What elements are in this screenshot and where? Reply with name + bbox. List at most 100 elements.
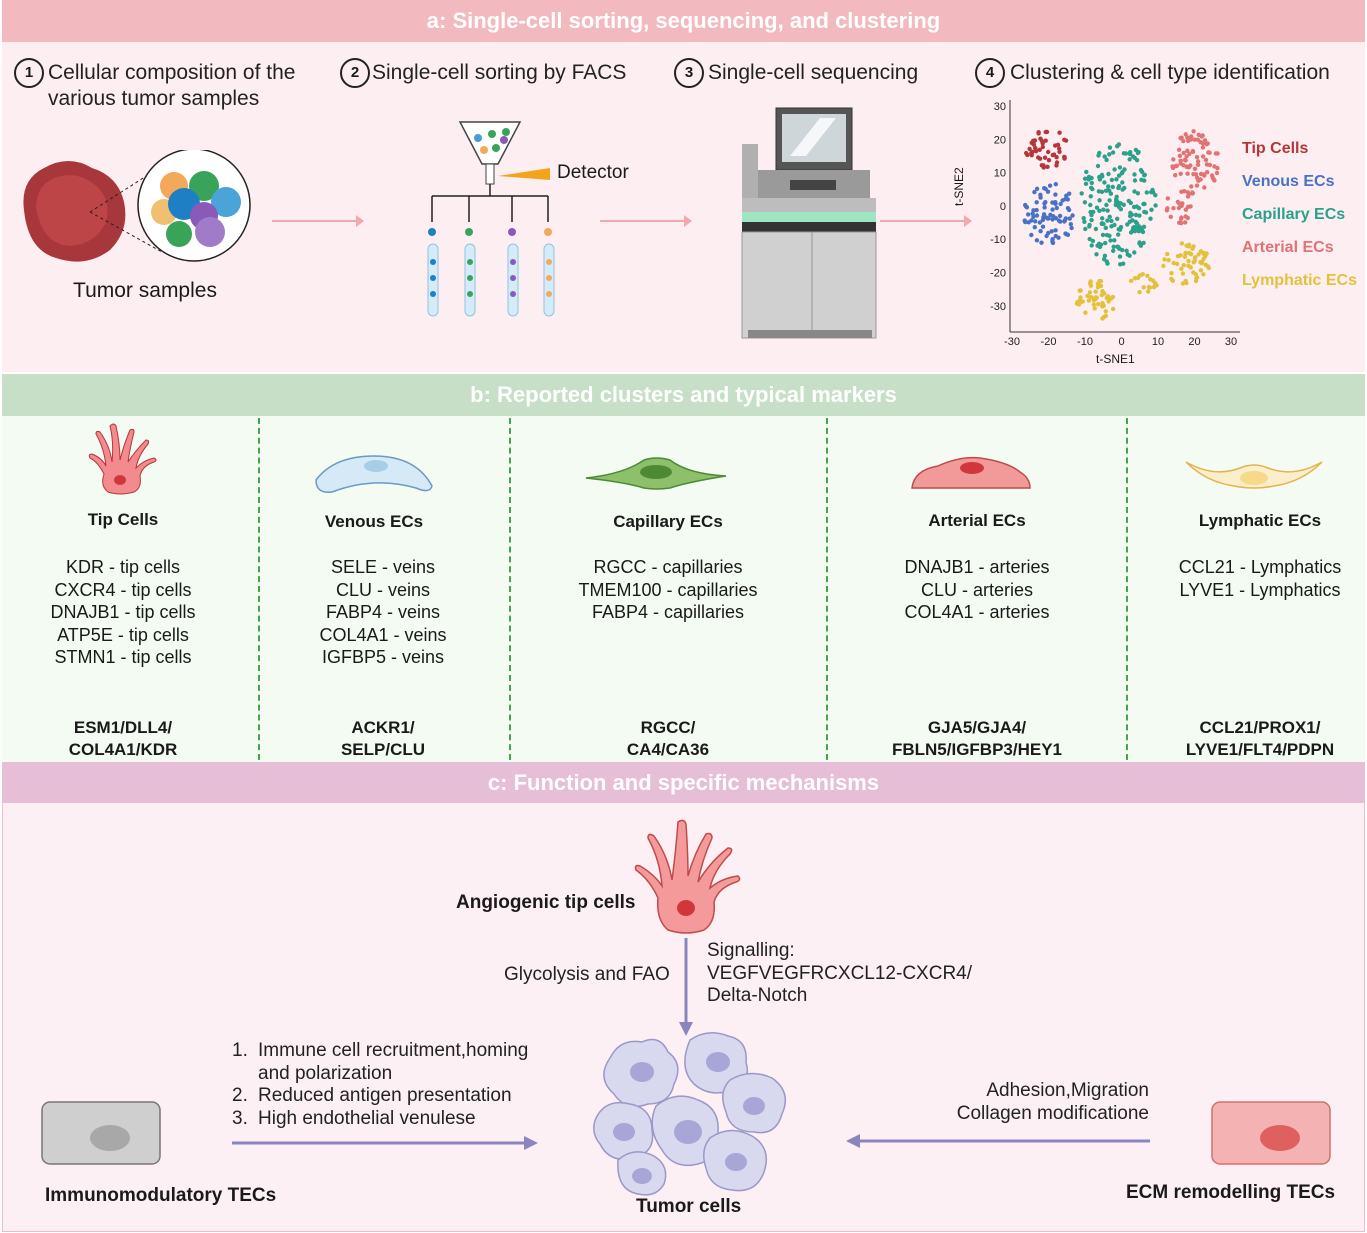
tsne-point	[1165, 251, 1170, 257]
tsne-point	[1135, 150, 1141, 156]
tsne-point	[1133, 212, 1139, 218]
tsne-x-tick-label: 30	[1225, 336, 1237, 348]
markers-tip-cells: KDR - tip cells CXCR4 - tip cells DNAJB1…	[0, 556, 248, 669]
legend-arterial-ecs: Arterial ECs	[1242, 239, 1334, 256]
tsne-point	[1138, 167, 1144, 173]
tsne-point	[1058, 219, 1063, 224]
tsne-point	[1083, 310, 1088, 315]
tsne-point	[1212, 164, 1217, 169]
tsne-point	[1089, 217, 1094, 223]
tsne-point	[1109, 218, 1114, 224]
tsne-point	[1202, 138, 1208, 143]
tsne-point	[1046, 158, 1052, 163]
tsne-point	[1177, 153, 1183, 158]
markers-lymphatic-ecs: CCL21 - Lymphatics LYVE1 - Lymphatics	[1135, 556, 1367, 601]
tsne-point	[1114, 177, 1119, 182]
tsne-point	[1187, 151, 1192, 156]
tsne-point	[1148, 216, 1153, 221]
tsne-point	[1048, 212, 1053, 217]
tsne-point	[1083, 226, 1088, 232]
tsne-point	[1116, 184, 1122, 189]
tsne-point	[1148, 277, 1153, 282]
tsne-point	[1034, 207, 1039, 213]
tsne-point	[1173, 173, 1178, 178]
facs-sorter-illustration	[427, 121, 555, 317]
tsne-point	[1126, 198, 1131, 204]
tsne-point	[1096, 241, 1102, 246]
marker-item: LYVE1 - Lymphatics	[1179, 579, 1341, 600]
tsne-point	[1111, 244, 1116, 249]
tsne-point	[1181, 138, 1186, 144]
tsne-point	[1170, 164, 1175, 169]
tsne-point	[1037, 156, 1043, 161]
tsne-point	[1205, 264, 1211, 269]
tsne-point	[1110, 306, 1116, 312]
tsne-point	[1191, 260, 1196, 265]
tsne-point	[1054, 205, 1059, 211]
tsne-point	[1120, 187, 1125, 192]
tsne-point	[1092, 306, 1097, 311]
tsne-point	[1106, 171, 1111, 177]
marker-item: FABP4 - veins	[325, 602, 441, 623]
tsne-point	[1104, 157, 1109, 163]
tsne-point	[1117, 254, 1123, 259]
tsne-point	[1171, 157, 1176, 162]
step-arrow-3	[880, 215, 972, 227]
tsne-point	[1099, 221, 1105, 226]
step-arrow-1	[272, 215, 364, 227]
tsne-point	[1184, 154, 1189, 159]
tsne-point	[1195, 159, 1201, 164]
tsne-point	[1110, 294, 1116, 300]
tsne-point	[1054, 155, 1059, 160]
typical-markers-venous-ecs: ACKR1/SELP/CLU	[340, 718, 426, 759]
tsne-y-tick-label: 20	[994, 134, 1006, 146]
tsne-point	[1115, 144, 1120, 149]
tsne-point	[1024, 150, 1029, 156]
tsne-point	[1145, 273, 1150, 278]
tsne-point	[1190, 246, 1195, 251]
tsne-point	[1180, 201, 1185, 206]
marker-item: TMEM100 - capillaries	[578, 579, 758, 600]
ecm-to-tumor-arrow	[846, 1134, 1150, 1148]
tsne-point	[1029, 232, 1034, 238]
tsne-point	[1198, 177, 1203, 182]
tsne-point	[1100, 304, 1105, 309]
tsne-point	[1171, 206, 1176, 211]
tsne-point	[1200, 145, 1206, 150]
tsne-point	[1147, 285, 1153, 290]
tsne-point	[1165, 196, 1170, 201]
tsne-point	[1198, 268, 1204, 273]
tsne-point	[1093, 289, 1098, 294]
tsne-point	[1124, 248, 1129, 253]
tsne-point	[1118, 224, 1124, 230]
tsne-point	[1087, 224, 1092, 229]
tsne-point	[1034, 213, 1040, 218]
tsne-point	[1029, 218, 1034, 223]
tsne-point	[1033, 219, 1038, 224]
tsne-point	[1169, 276, 1174, 282]
tsne-point	[1022, 218, 1027, 223]
tsne-point	[1183, 220, 1188, 225]
marker-item: DNAJB1 - tip cells	[50, 602, 196, 623]
ecm-remodelling-tec-icon	[1211, 1101, 1331, 1165]
tsne-point	[1100, 232, 1106, 238]
step-3-number: 3	[674, 58, 704, 88]
tsne-point	[1053, 200, 1058, 205]
legend-lymphatic-ecs: Lymphatic ECs	[1242, 272, 1357, 289]
tsne-point	[1192, 137, 1197, 142]
tsne-point	[1128, 150, 1133, 155]
tsne-point	[1120, 180, 1125, 185]
tsne-point	[1029, 149, 1035, 155]
ecm-function-list: Adhesion,Migration Collagen modification…	[956, 1080, 1149, 1124]
tsne-point	[1180, 271, 1186, 276]
tsne-point	[1076, 302, 1082, 307]
tsne-point	[1038, 136, 1043, 141]
tsne-point	[1179, 266, 1184, 271]
tip-to-tumor-arrow	[679, 938, 693, 1036]
tsne-point	[1188, 163, 1193, 168]
tsne-point	[1031, 138, 1036, 143]
tsne-point	[1034, 238, 1040, 243]
step-2-number: 2	[340, 58, 370, 88]
tsne-point	[1031, 142, 1037, 147]
